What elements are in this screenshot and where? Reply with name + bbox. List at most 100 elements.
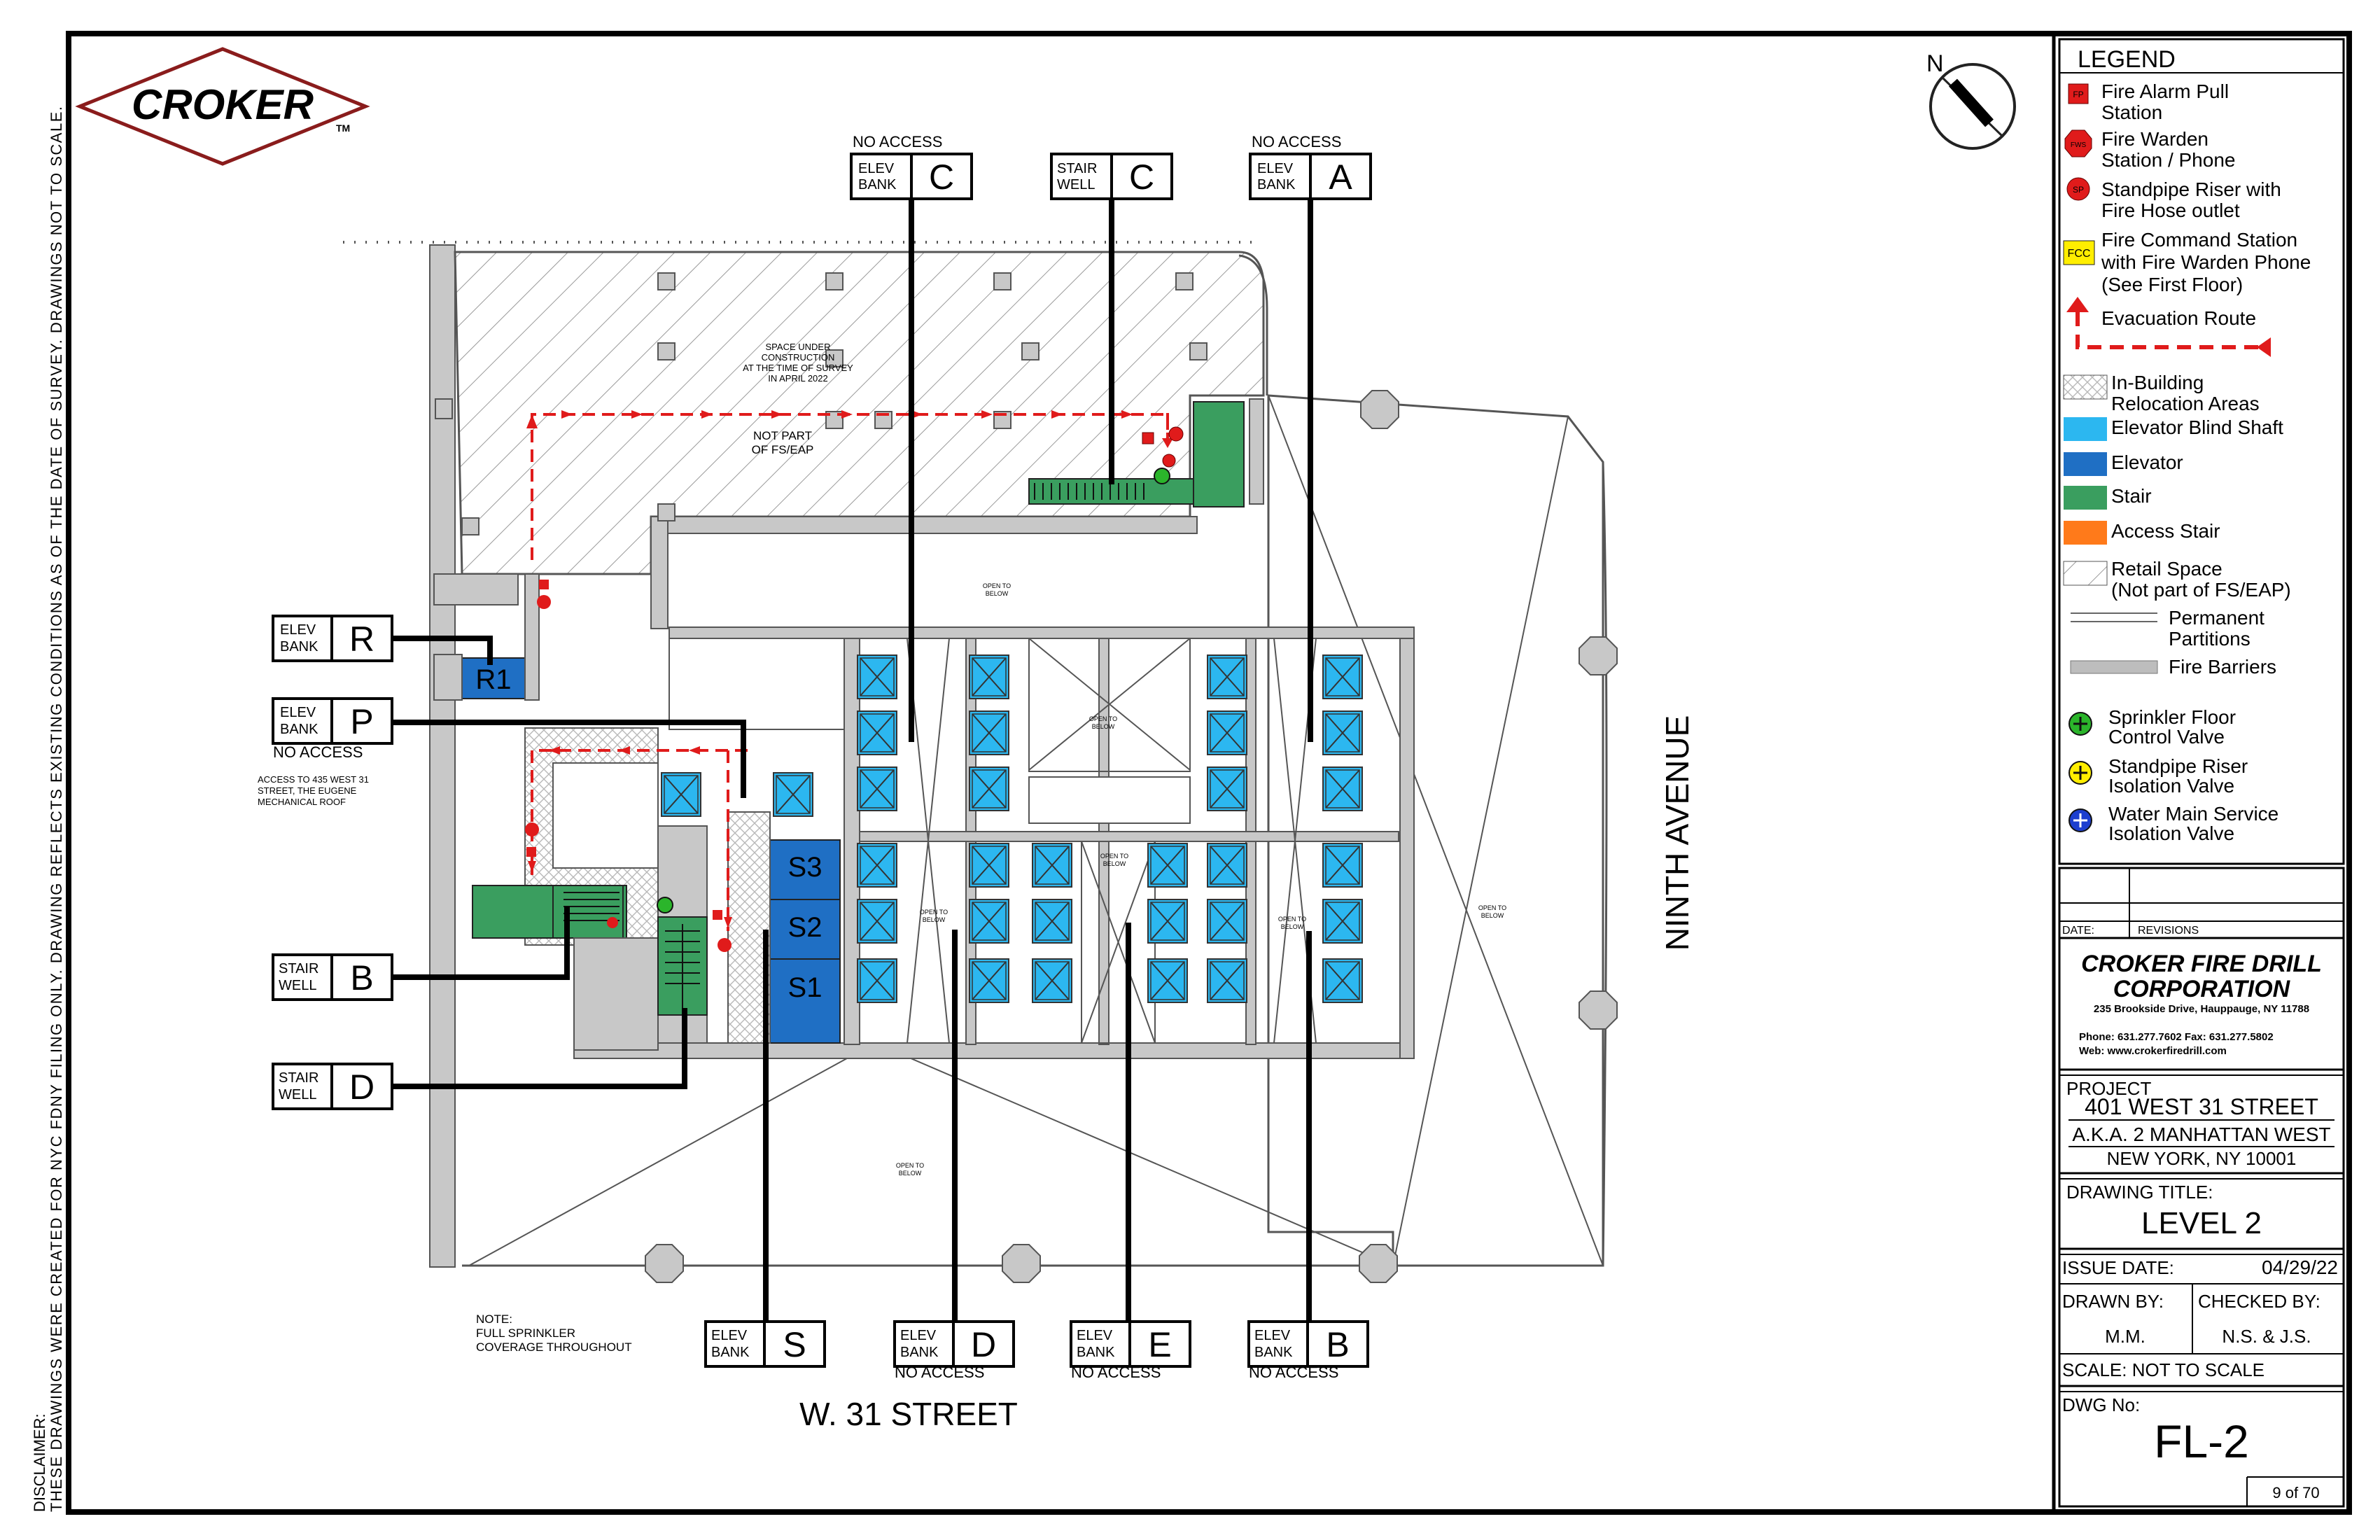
svg-text:ACCESS TO 435 WEST 31: ACCESS TO 435 WEST 31 [258, 774, 369, 785]
access-note: ACCESS TO 435 WEST 31 STREET, THE EUGENE… [258, 774, 369, 807]
svg-text:Permanent: Permanent [2169, 607, 2264, 629]
svg-text:Web: www.crokerfiredrill.com: Web: www.crokerfiredrill.com [2079, 1045, 2227, 1057]
legend-evacuation-arrow-icon [2066, 297, 2271, 357]
svg-text:Evacuation Route: Evacuation Route [2101, 307, 2256, 329]
callout-leaders [392, 199, 1313, 1322]
svg-text:Sprinkler Floor: Sprinkler Floor [2108, 706, 2236, 728]
callout-stair-well-b: STAIR WELL B [272, 953, 393, 1001]
svg-text:TM: TM [336, 122, 350, 134]
north-arrow-icon: N [1926, 50, 2016, 150]
svg-text:BANK: BANK [1254, 1345, 1293, 1360]
svg-text:Stair: Stair [2111, 485, 2152, 507]
svg-text:ELEV: ELEV [280, 705, 316, 720]
svg-text:Partitions: Partitions [2169, 628, 2250, 650]
svg-text:DRAWING TITLE:: DRAWING TITLE: [2066, 1182, 2213, 1203]
svg-text:REVISIONS: REVISIONS [2138, 925, 2199, 937]
svg-text:CROKER FIRE DRILL: CROKER FIRE DRILL [2081, 951, 2322, 977]
svg-text:DISCLAIMER:: DISCLAIMER: [31, 1413, 48, 1512]
svg-text:Control Valve: Control Valve [2108, 726, 2225, 748]
svg-text:OPEN TO: OPEN TO [983, 582, 1011, 589]
svg-text:STREET, THE EUGENE: STREET, THE EUGENE [258, 785, 357, 796]
legend-barrier-swatch [2070, 660, 2158, 674]
svg-text:OPEN TO: OPEN TO [1478, 904, 1506, 911]
legend-elevator-swatch [2064, 452, 2107, 476]
svg-text:Station: Station [2101, 102, 2162, 123]
building-plan: S3 S2 S1 R1 [258, 241, 1695, 1432]
svg-text:WELL: WELL [279, 1087, 316, 1102]
legend-relocation-swatch [2063, 374, 2108, 400]
svg-text:with Fire Warden Phone: with Fire Warden Phone [2101, 251, 2311, 273]
svg-text:C: C [1129, 158, 1154, 197]
svg-text:OPEN TO: OPEN TO [920, 909, 948, 916]
sprinkler-note: NOTE: FULL SPRINKLER COVERAGE THROUGHOUT [476, 1312, 632, 1354]
svg-text:C: C [929, 158, 954, 197]
callout-elev-bank-b: ELEV BANK B NO ACCESS [1247, 1320, 1369, 1381]
callout-elev-bank-s: ELEV BANK S [704, 1320, 826, 1368]
svg-text:N: N [1926, 50, 1944, 77]
callout-stair-well-c: STAIR WELL C [1050, 153, 1173, 200]
svg-text:WELL: WELL [1057, 177, 1095, 192]
legend: LEGEND FP Fire Alarm Pull Station FWS Fi… [2058, 38, 2345, 865]
legend-standpipe-valve-icon [2068, 761, 2092, 785]
legend-fire-alarm-icon: FP [2068, 83, 2089, 104]
svg-text:Station / Phone: Station / Phone [2101, 149, 2235, 171]
elevator-s1-label: S1 [788, 972, 822, 1003]
legend-access-stair-swatch [2064, 521, 2107, 545]
legend-partitions-swatch [2071, 612, 2157, 622]
svg-text:A: A [1329, 158, 1352, 197]
svg-text:BANK: BANK [280, 722, 318, 737]
svg-text:BANK: BANK [858, 177, 897, 192]
svg-text:Fire Command Station: Fire Command Station [2101, 229, 2297, 251]
callout-elev-bank-r: ELEV BANK R [272, 615, 393, 662]
svg-text:MECHANICAL ROOF: MECHANICAL ROOF [258, 797, 346, 807]
svg-text:CROKER: CROKER [132, 81, 314, 128]
svg-text:SPACE UNDER: SPACE UNDER [766, 342, 831, 352]
svg-text:P: P [350, 702, 373, 741]
svg-text:BELOW: BELOW [986, 590, 1009, 597]
elevator-s2-label: S2 [788, 912, 822, 943]
svg-text:STAIR: STAIR [279, 961, 318, 976]
svg-text:BANK: BANK [1257, 177, 1296, 192]
svg-text:BELOW: BELOW [1281, 923, 1304, 930]
svg-text:NO ACCESS: NO ACCESS [1252, 133, 1341, 150]
svg-text:OPEN TO: OPEN TO [1278, 916, 1306, 923]
svg-text:OPEN TO: OPEN TO [1100, 853, 1128, 860]
svg-text:Elevator: Elevator [2111, 451, 2183, 473]
svg-text:ELEV: ELEV [1257, 161, 1294, 176]
svg-text:OF FS/EAP: OF FS/EAP [752, 443, 814, 456]
svg-text:ELEV: ELEV [1254, 1328, 1291, 1343]
svg-text:COVERAGE THROUGHOUT: COVERAGE THROUGHOUT [476, 1340, 632, 1354]
street-south-label: W. 31 STREET [799, 1396, 1018, 1432]
svg-text:NO ACCESS: NO ACCESS [273, 743, 363, 761]
not-part-note: NOT PART OF FS/EAP [752, 429, 814, 456]
svg-text:E: E [1148, 1325, 1171, 1364]
svg-text:NO ACCESS: NO ACCESS [1249, 1364, 1338, 1381]
svg-text:BELOW: BELOW [1481, 912, 1504, 919]
svg-text:FCC: FCC [2068, 248, 2091, 260]
legend-title: LEGEND [2078, 46, 2176, 73]
svg-text:ELEV: ELEV [711, 1328, 748, 1343]
fire-devices [525, 426, 1184, 952]
svg-text:Retail Space: Retail Space [2111, 558, 2222, 580]
svg-text:OPEN TO: OPEN TO [896, 1162, 924, 1169]
open-to-below-notes: OPEN TO BELOW OPEN TO BELOW OPEN TO BELO… [896, 582, 1506, 1177]
svg-text:D: D [349, 1068, 374, 1107]
svg-text:BELOW: BELOW [1092, 723, 1115, 730]
callout-elev-bank-c: NO ACCESS ELEV BANK C [850, 133, 973, 200]
svg-text:BANK: BANK [711, 1345, 750, 1360]
drawing-number: FL-2 [2154, 1415, 2249, 1467]
disclaimer: DISCLAIMER: THESE DRAWINGS WERE CREATED … [31, 105, 65, 1512]
svg-text:NOT PART: NOT PART [753, 429, 812, 442]
svg-text:S: S [783, 1325, 806, 1364]
svg-text:IN APRIL 2022: IN APRIL 2022 [768, 373, 828, 384]
svg-text:ELEV: ELEV [280, 622, 316, 638]
svg-text:BELOW: BELOW [923, 916, 946, 923]
legend-blind-shaft-swatch [2064, 417, 2107, 441]
callout-elev-bank-e: ELEV BANK E NO ACCESS [1070, 1320, 1191, 1381]
svg-text:CONSTRUCTION: CONSTRUCTION [762, 352, 835, 363]
callout-elev-bank-p: ELEV BANK P NO ACCESS [272, 697, 393, 761]
svg-text:ELEV: ELEV [1077, 1328, 1113, 1343]
svg-text:Isolation Valve: Isolation Valve [2108, 822, 2234, 844]
svg-text:BANK: BANK [1077, 1345, 1115, 1360]
